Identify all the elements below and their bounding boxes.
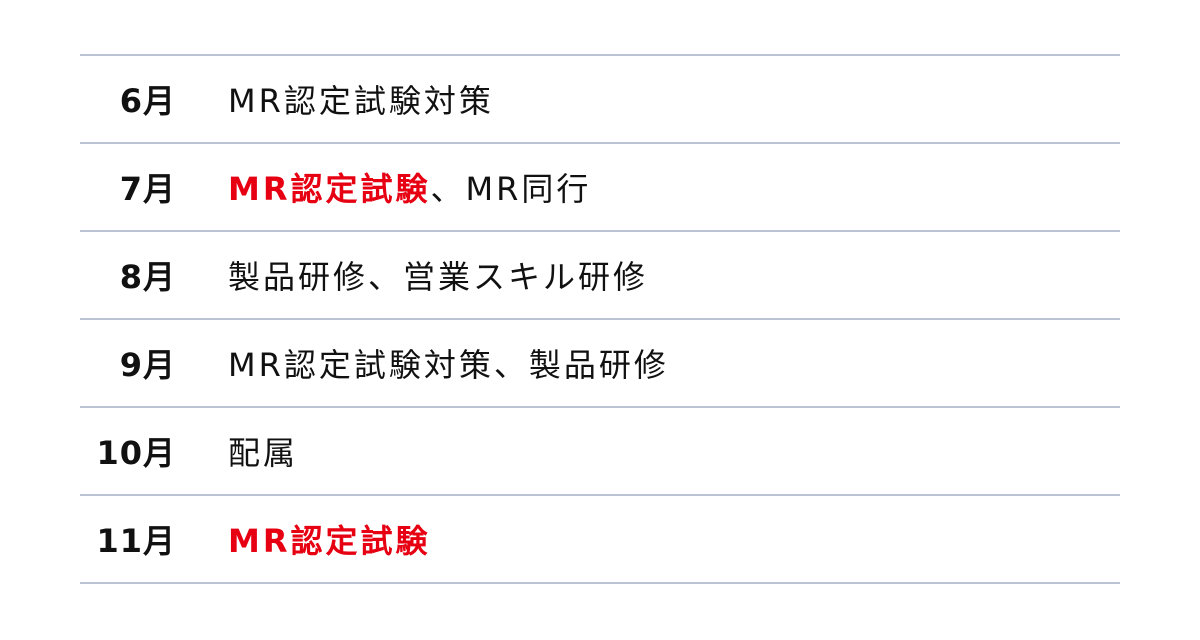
- activity: 製品研修、営業スキル研修: [228, 252, 648, 298]
- activity: 配属: [228, 428, 298, 474]
- schedule-row-july: 7月 MR認定試験、MR同行: [80, 144, 1120, 230]
- activity-highlight: MR認定試験: [228, 170, 431, 208]
- schedule-row-september: 9月 MR認定試験対策、製品研修: [80, 320, 1120, 406]
- divider: [80, 582, 1120, 584]
- activity-text: 配属: [228, 434, 299, 472]
- divider: [80, 406, 1120, 408]
- activity: MR認定試験: [228, 516, 431, 562]
- month-label: 10月: [96, 434, 176, 472]
- divider: [80, 494, 1120, 496]
- activity-text: 、MR同行: [430, 170, 592, 208]
- schedule-row-november: 11月 MR認定試験: [80, 496, 1120, 582]
- schedule-row-june: 6月 MR認定試験対策: [80, 56, 1120, 142]
- activity: MR認定試験対策: [228, 76, 494, 122]
- activity-text: MR認定試験対策、製品研修: [228, 346, 669, 384]
- divider: [80, 54, 1120, 56]
- month-label: 9月: [119, 346, 176, 384]
- activity-text: MR認定試験対策: [228, 82, 494, 120]
- activity: MR認定試験、MR同行: [228, 164, 591, 210]
- schedule-row-october: 10月 配属: [80, 408, 1120, 494]
- training-schedule: 6月 MR認定試験対策 7月 MR認定試験、MR同行 8月 製品研修、営業スキル…: [80, 54, 1120, 584]
- divider: [80, 318, 1120, 320]
- activity-text: 製品研修、営業スキル研修: [228, 258, 649, 296]
- month-label: 11月: [96, 522, 176, 560]
- divider: [80, 142, 1120, 144]
- activity-highlight: MR認定試験: [228, 522, 431, 560]
- month-label: 6月: [119, 82, 176, 120]
- activity: MR認定試験対策、製品研修: [228, 340, 669, 386]
- schedule-row-august: 8月 製品研修、営業スキル研修: [80, 232, 1120, 318]
- month-label: 8月: [119, 258, 176, 296]
- divider: [80, 230, 1120, 232]
- month-label: 7月: [119, 170, 176, 208]
